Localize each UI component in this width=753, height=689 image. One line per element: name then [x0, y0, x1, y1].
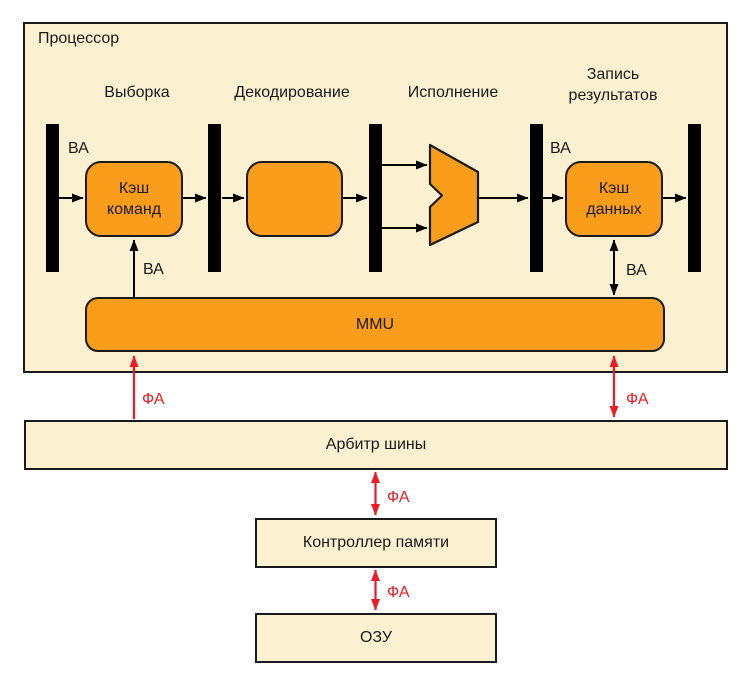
data-cache-block: Кэш данных — [565, 161, 663, 237]
ram-block: ОЗУ — [255, 613, 497, 663]
fa-label-mmu-left: ФА — [142, 391, 165, 408]
stage-label-writeback: Запись результатов — [568, 66, 658, 104]
memory-controller-block: Контроллер памяти — [255, 518, 497, 568]
stage-label-execute: Исполнение — [407, 84, 499, 101]
va-label-icache-mmu: ВА — [143, 261, 164, 278]
bus-arbiter-block: Арбитр шины — [24, 420, 728, 470]
pipeline-register-3 — [369, 124, 382, 272]
instruction-cache-block: Кэш команд — [85, 161, 183, 237]
stage-label-fetch: Выборка — [104, 84, 170, 101]
fa-label-controller-ram: ФА — [387, 584, 410, 601]
mmu-block: MMU — [85, 297, 665, 352]
va-label-writeback-register: ВА — [550, 140, 571, 157]
pipeline-register-1 — [46, 124, 59, 272]
va-label-fetch-register: ВА — [68, 140, 89, 157]
fa-label-arbiter-controller: ФА — [387, 489, 410, 506]
fa-label-mmu-right: ФА — [626, 391, 649, 408]
decode-block — [246, 161, 343, 237]
pipeline-register-2 — [208, 124, 221, 272]
processor-title: Процессор — [38, 30, 120, 47]
pipeline-register-4 — [530, 124, 543, 272]
physical-address-arrows — [129, 355, 619, 611]
pipeline-register-5 — [688, 124, 701, 272]
va-label-dcache-mmu: ВА — [626, 262, 647, 279]
stage-label-decode: Декодирование — [234, 84, 350, 101]
